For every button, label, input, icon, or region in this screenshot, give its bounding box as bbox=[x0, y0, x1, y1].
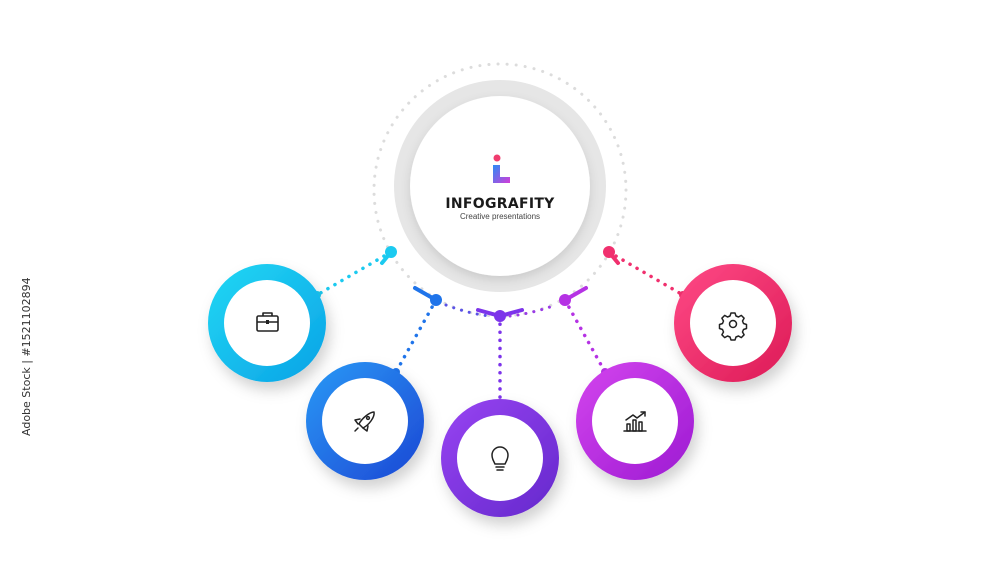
node-3-disc bbox=[457, 415, 543, 501]
connector-4-dots bbox=[563, 298, 607, 374]
infografity-logo bbox=[493, 154, 510, 183]
arc-dots-left bbox=[444, 303, 492, 318]
central-hub bbox=[394, 80, 606, 292]
connector-5-dots bbox=[607, 250, 685, 297]
node-5-disc bbox=[690, 280, 776, 366]
node-1[interactable] bbox=[208, 264, 326, 382]
node-4[interactable] bbox=[576, 362, 694, 480]
node-5[interactable] bbox=[674, 264, 792, 382]
outer-dotted-ring bbox=[372, 62, 628, 318]
node-2-disc bbox=[322, 378, 408, 464]
node-3[interactable] bbox=[441, 399, 559, 517]
brand-title: INFOGRAFITY bbox=[445, 196, 555, 212]
chart-icon bbox=[623, 411, 647, 432]
gear-icon bbox=[718, 312, 748, 341]
node-2[interactable] bbox=[306, 362, 424, 480]
rocket-icon bbox=[354, 411, 375, 432]
stock-watermark-id: Adobe Stock | #1521102894 bbox=[20, 277, 33, 436]
connector-1-dots bbox=[315, 250, 393, 297]
node-4-disc bbox=[592, 378, 678, 464]
lightbulb-icon bbox=[491, 446, 509, 471]
connector-2-dots bbox=[394, 298, 438, 374]
brand-subtitle: Creative presentations bbox=[459, 212, 541, 221]
hub-inner-disc bbox=[410, 96, 590, 276]
briefcase-icon bbox=[256, 312, 279, 332]
